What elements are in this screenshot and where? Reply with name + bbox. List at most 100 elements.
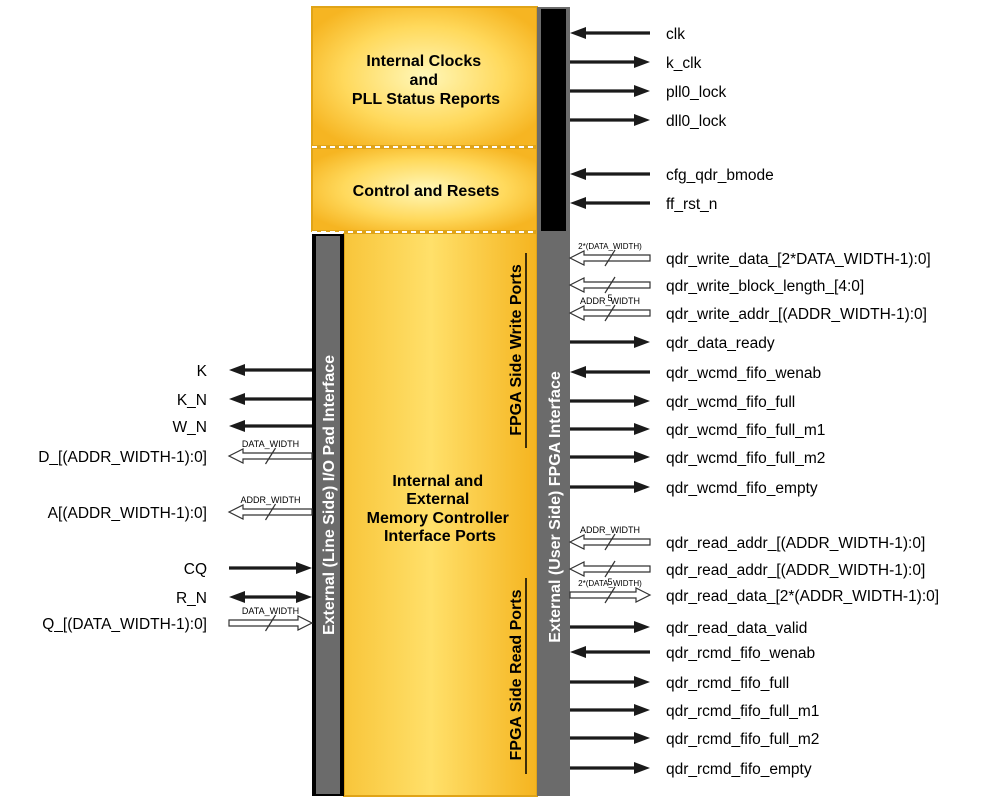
signal-arrow — [570, 423, 650, 435]
signal-arrow — [570, 481, 650, 493]
signal-arrow — [570, 451, 650, 463]
bus-arrow: DATA_WIDTH — [228, 606, 314, 632]
arrowhead — [570, 366, 586, 378]
signal-arrow — [570, 732, 650, 744]
bus-width-label: DATA_WIDTH — [242, 439, 299, 449]
arrowhead — [634, 732, 650, 744]
signal-arrow — [570, 395, 650, 407]
signal-arrow — [570, 762, 650, 774]
right-signal-group: clk k_clk pll0_lock dll0_lock cfg_qdr_bmodef… — [568, 26, 939, 778]
bus-arrow: 5 — [568, 276, 651, 303]
signal-arrow — [570, 646, 650, 658]
bus-arrow: 5 — [568, 560, 651, 587]
arrowhead — [634, 762, 650, 774]
left-signal-label: Q_[(DATA_WIDTH-1):0] — [42, 616, 207, 633]
right-signal-label: qdr_wcmd_fifo_full_m2 — [666, 450, 825, 467]
right-signal-label: qdr_rcmd_fifo_full_m2 — [666, 731, 819, 748]
arrowhead — [634, 336, 650, 348]
arrowhead — [634, 451, 650, 463]
signal-arrow — [570, 197, 650, 209]
signal-arrow — [570, 27, 650, 39]
right-signal-label: qdr_write_block_length_[4:0] — [666, 278, 864, 295]
bus-slash — [604, 249, 616, 267]
arrowhead — [229, 420, 245, 432]
write-ports-label: FPGA Side Write Ports — [508, 264, 525, 436]
user-side-bar-top — [541, 9, 566, 231]
signal-arrow — [229, 420, 312, 432]
right-signal-label: qdr_wcmd_fifo_empty — [666, 480, 818, 497]
left-signal-label: R_N — [176, 590, 207, 607]
bus-arrow: ADDR_WIDTH — [227, 495, 313, 521]
right-signal-label: qdr_read_data_[2*(ADDR_WIDTH-1):0] — [666, 588, 939, 605]
clocks-label: Internal Clocks and PLL Status Reports — [352, 53, 500, 108]
arrowhead — [634, 423, 650, 435]
arrowhead — [634, 481, 650, 493]
signal-arrow — [229, 393, 312, 405]
bus-slash — [604, 533, 616, 551]
arrowhead — [296, 591, 312, 603]
arrowhead — [570, 197, 586, 209]
right-signal-label: qdr_write_addr_[(ADDR_WIDTH-1):0] — [666, 306, 927, 323]
bus-slash — [604, 560, 616, 578]
signal-arrow — [570, 336, 650, 348]
signal-arrow — [570, 168, 650, 180]
right-signal-label: qdr_read_data_valid — [666, 620, 807, 637]
user-side-label: External (User Side) FPGA Interface — [547, 371, 564, 643]
right-signal-label: qdr_write_data_[2*DATA_WIDTH-1):0] — [666, 251, 931, 268]
arrowhead — [296, 562, 312, 574]
right-signal-label: qdr_rcmd_fifo_full — [666, 675, 789, 692]
arrowhead — [634, 621, 650, 633]
arrowhead — [570, 168, 586, 180]
left-signal-label: CQ — [184, 561, 207, 578]
bus-slash — [264, 447, 277, 465]
bus-width-label: 5 — [607, 577, 612, 587]
right-signal-label: qdr_wcmd_fifo_wenab — [666, 365, 821, 382]
arrowhead — [229, 393, 245, 405]
arrowhead — [229, 364, 245, 376]
left-signal-label: A[(ADDR_WIDTH-1):0] — [48, 505, 207, 522]
right-signal-label: qdr_read_addr_[(ADDR_WIDTH-1):0] — [666, 535, 925, 552]
bus-slash — [264, 614, 277, 632]
signal-arrow — [229, 591, 312, 603]
arrowhead — [570, 27, 586, 39]
left-signal-group: KK_NW_NDATA_WIDTHD_[(ADDR_WIDTH-1):0]ADD… — [38, 363, 314, 633]
line-side-bar-shade — [316, 236, 340, 794]
right-signal-label: cfg_qdr_bmode — [666, 167, 774, 184]
arrowhead — [634, 85, 650, 97]
bus-slash — [264, 503, 277, 521]
right-signal-label: qdr_rcmd_fifo_full_m1 — [666, 703, 819, 720]
arrowhead — [570, 646, 586, 658]
bus-width-label: DATA_WIDTH — [242, 606, 299, 616]
control-label: Control and Resets — [353, 183, 500, 200]
arrowhead — [634, 56, 650, 68]
left-signal-label: K_N — [177, 392, 207, 409]
bus-arrow: DATA_WIDTH — [227, 439, 313, 465]
control-block — [311, 147, 538, 232]
right-signal-label: pll0_lock — [666, 84, 727, 101]
right-signal-label: qdr_read_addr_[(ADDR_WIDTH-1):0] — [666, 562, 925, 579]
core-label: Internal and External Memory Controller … — [367, 473, 514, 545]
bus-slash — [604, 586, 616, 604]
right-signal-label: qdr_data_ready — [666, 335, 775, 352]
bus-width-label: ADDR_WIDTH — [580, 296, 640, 306]
bus-width-label: 2*(DATA_WIDTH) — [578, 579, 642, 588]
arrowhead — [634, 114, 650, 126]
arrowhead — [634, 676, 650, 688]
bus-width-label: 2*(DATA_WIDTH) — [578, 242, 642, 251]
right-signal-label: qdr_rcmd_fifo_wenab — [666, 645, 815, 662]
left-signal-label: K — [197, 363, 208, 380]
right-signal-label: k_clk — [666, 55, 702, 72]
signal-arrow — [570, 366, 650, 378]
right-signal-label: qdr_wcmd_fifo_full — [666, 394, 795, 411]
right-signal-label: dll0_lock — [666, 113, 727, 130]
right-signal-label: clk — [666, 26, 685, 43]
right-signal-label: ff_rst_n — [666, 196, 717, 213]
read-ports-label: FPGA Side Read Ports — [508, 589, 525, 760]
signal-arrow — [570, 114, 650, 126]
bus-slash — [604, 304, 616, 322]
bus-slash — [604, 276, 616, 294]
bus-width-label: 5 — [607, 293, 612, 303]
right-signal-label: qdr_rcmd_fifo_empty — [666, 761, 812, 778]
line-side-label: External (Line Side) I/O Pad Interface — [321, 355, 338, 635]
